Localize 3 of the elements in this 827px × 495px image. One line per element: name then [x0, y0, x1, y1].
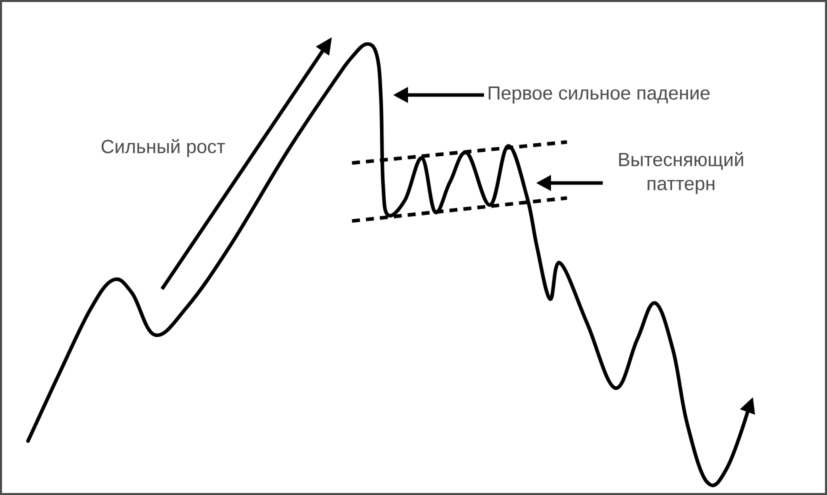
annotation-text: Вытесняющий паттерн: [619, 152, 744, 194]
annotation-text: Первое сильное падение: [488, 86, 710, 104]
annotation-text: Сильный рост: [102, 138, 225, 157]
